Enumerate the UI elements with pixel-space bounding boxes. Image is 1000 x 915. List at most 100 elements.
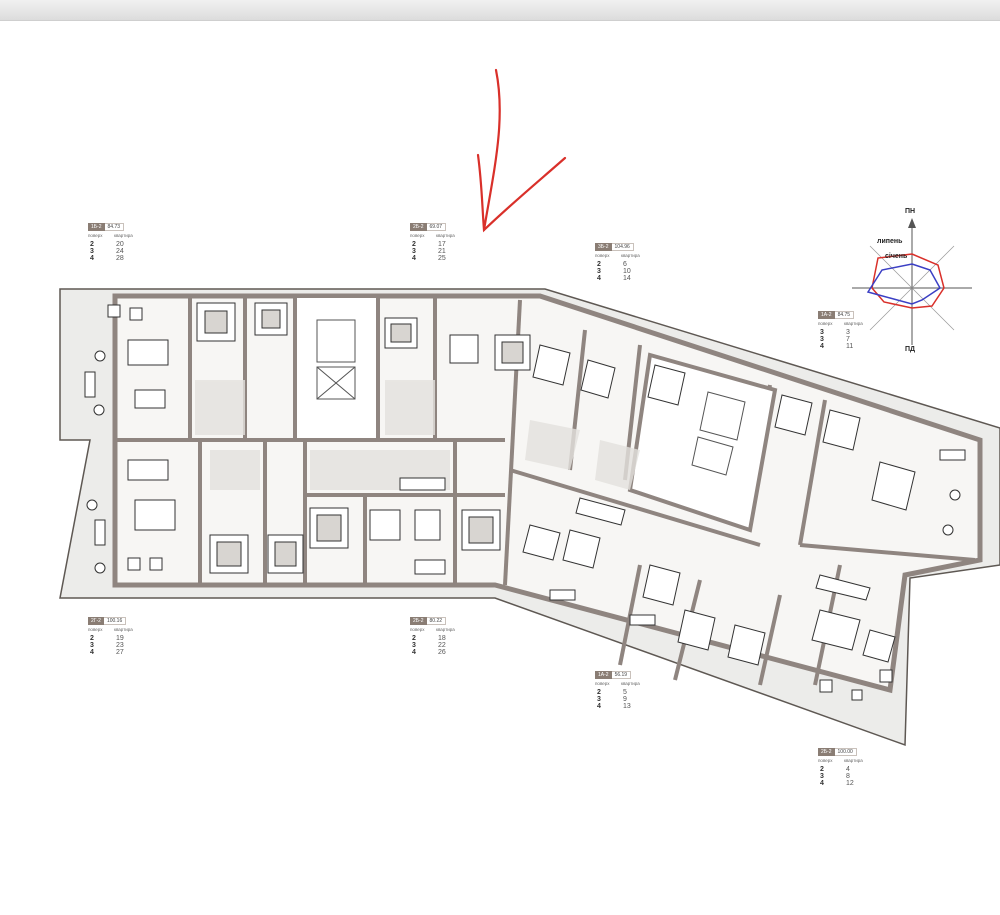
apartment-code: 2Г-2	[88, 617, 104, 625]
floor-label: поверх	[595, 253, 610, 258]
compass-january-label: січень	[885, 253, 908, 260]
arrow-annotation-icon	[482, 68, 501, 232]
apartment-label: квартира	[844, 321, 863, 326]
january-wind-rose	[866, 263, 941, 305]
compass-july-label: липень	[877, 238, 903, 245]
apartment-number: 23	[116, 641, 124, 649]
apartment-number: 14	[623, 274, 631, 282]
apartment-label: квартира	[621, 681, 640, 686]
browser-top-bar	[0, 0, 1000, 21]
apartment-code: 1А-2	[595, 671, 612, 679]
apartment-label: квартира	[114, 233, 133, 238]
compass-north-label: ПН	[905, 208, 916, 215]
apartment-label: квартира	[436, 233, 455, 238]
furniture-icon	[127, 302, 916, 666]
floor-number: 3	[412, 247, 416, 255]
compass-rose-icon	[852, 218, 972, 345]
apartment-number: 25	[438, 254, 446, 262]
floor-number: 2	[597, 688, 601, 696]
floor-number: 2	[597, 260, 601, 268]
apartment-number: 21	[438, 247, 446, 255]
apartment-area: 104.96	[611, 243, 634, 251]
floor-number: 2	[412, 240, 416, 248]
apartment-code: 1А-2	[818, 311, 835, 319]
apartment-area: 84.75	[834, 311, 855, 319]
floor-number: 3	[597, 267, 601, 275]
apartment-area: 56.19	[611, 671, 632, 679]
floor-number: 4	[820, 779, 824, 787]
apartment-number: 8	[846, 772, 850, 780]
floor-number: 4	[412, 648, 416, 656]
apartment-number: 4	[846, 765, 850, 773]
core-left	[293, 294, 380, 442]
apartment-number: 28	[116, 254, 124, 262]
apartment-number: 20	[116, 240, 124, 248]
floor-number: 4	[597, 274, 601, 282]
floor-number: 3	[412, 641, 416, 649]
apartment-area: 100.16	[103, 617, 127, 625]
floor-label: поверх	[595, 681, 610, 686]
floor-number: 2	[412, 634, 416, 642]
floor-label: поверх	[818, 758, 833, 763]
apartment-label: квартира	[436, 627, 455, 632]
arrow-head	[476, 153, 567, 233]
apartment-area: 80.22	[426, 617, 447, 625]
terrace-furniture	[84, 304, 966, 701]
apartment-number: 19	[116, 634, 124, 642]
apartment-number: 5	[623, 688, 627, 696]
floor-label: поверх	[818, 321, 833, 326]
apartment-code: 2Б-2	[410, 617, 427, 625]
floor-number: 4	[597, 702, 601, 710]
apartment-number: 22	[438, 641, 446, 649]
apartment-number: 26	[438, 648, 446, 656]
floor-label: поверх	[410, 233, 425, 238]
floor-number: 4	[90, 648, 94, 656]
apartment-number: 3	[846, 328, 850, 336]
floor-label: поверх	[410, 627, 425, 632]
apartment-label: квартира	[621, 253, 640, 258]
apartment-code: 2Б-2	[818, 748, 835, 756]
floor-number: 4	[820, 342, 824, 350]
floor-number: 3	[820, 335, 824, 343]
apartment-number: 9	[623, 695, 627, 703]
floor-number: 3	[597, 695, 601, 703]
apartment-number: 12	[846, 779, 854, 787]
floor-number: 3	[820, 772, 824, 780]
floor-number: 2	[820, 765, 824, 773]
apartment-area: 84.73	[104, 223, 125, 231]
apartment-number: 13	[623, 702, 631, 710]
apartment-code: 2Б-2	[410, 223, 427, 231]
apartment-area: 69.07	[426, 223, 447, 231]
floor-label: поверх	[88, 233, 103, 238]
floor-number: 3	[90, 641, 94, 649]
apartment-number: 11	[846, 342, 854, 350]
apartment-number: 18	[438, 634, 446, 642]
floor-label: поверх	[88, 627, 103, 632]
apartment-code: 1Б-2	[88, 223, 105, 231]
floor-tiles	[195, 380, 640, 490]
apartment-code: 3Б-2	[595, 243, 612, 251]
floor-number: 4	[412, 254, 416, 262]
july-wind-rose	[871, 253, 945, 309]
floor-number: 4	[90, 254, 94, 262]
apartment-number: 7	[846, 335, 850, 343]
floor-number: 2	[90, 634, 94, 642]
apartment-number: 27	[116, 648, 124, 656]
apartment-label: квартира	[114, 627, 133, 632]
floor-number: 3	[820, 328, 824, 336]
apartment-number: 17	[438, 240, 446, 248]
apartment-number: 24	[116, 247, 124, 255]
apartment-label: квартира	[844, 758, 863, 763]
apartment-number: 10	[623, 267, 631, 275]
compass-south-label: ПД	[905, 346, 916, 353]
floor-number: 2	[90, 240, 94, 248]
